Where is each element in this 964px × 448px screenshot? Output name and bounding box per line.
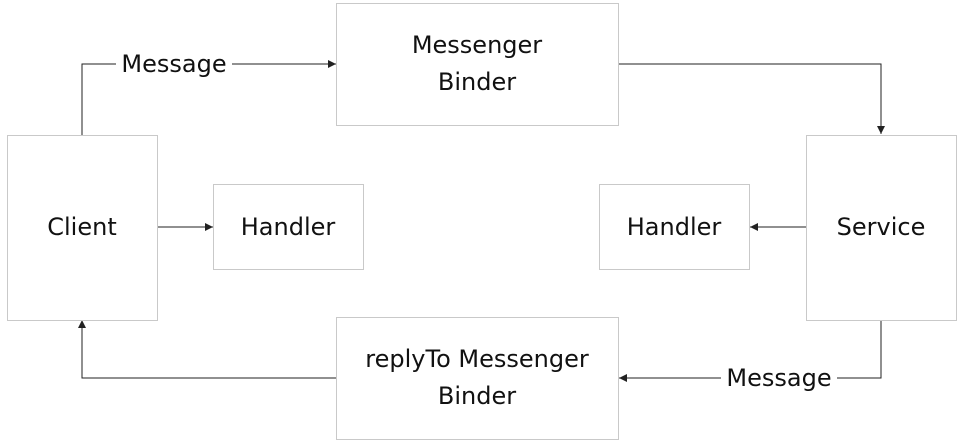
- svg-text:Handler: Handler: [627, 213, 722, 241]
- edge-label-message-top: Message: [116, 50, 232, 78]
- svg-text:Binder: Binder: [438, 68, 516, 96]
- node-service[interactable]: Service: [806, 135, 957, 321]
- svg-text:replyTo Messenger: replyTo Messenger: [365, 345, 589, 373]
- edge-label-message-bottom: Message: [721, 364, 837, 392]
- svg-text:Message: Message: [121, 50, 226, 78]
- svg-text:Message: Message: [726, 364, 831, 392]
- node-messenger-binder[interactable]: Messenger Binder: [336, 3, 619, 126]
- node-replyto-messenger-binder[interactable]: replyTo Messenger Binder: [336, 317, 619, 440]
- edge-client-to-messenger-binder: [81, 60, 336, 135]
- edge-service-to-replyto-binder: [619, 320, 882, 382]
- edge-messenger-binder-to-service: [618, 63, 885, 134]
- svg-text:Client: Client: [47, 213, 116, 241]
- node-client-handler[interactable]: Handler: [213, 184, 364, 270]
- node-client[interactable]: Client: [7, 135, 158, 321]
- svg-text:Binder: Binder: [438, 382, 516, 410]
- node-service-handler[interactable]: Handler: [599, 184, 750, 270]
- edge-replyto-binder-to-client: [78, 320, 336, 379]
- svg-text:Handler: Handler: [241, 213, 336, 241]
- svg-text:Service: Service: [837, 213, 926, 241]
- svg-text:Messenger: Messenger: [412, 31, 542, 59]
